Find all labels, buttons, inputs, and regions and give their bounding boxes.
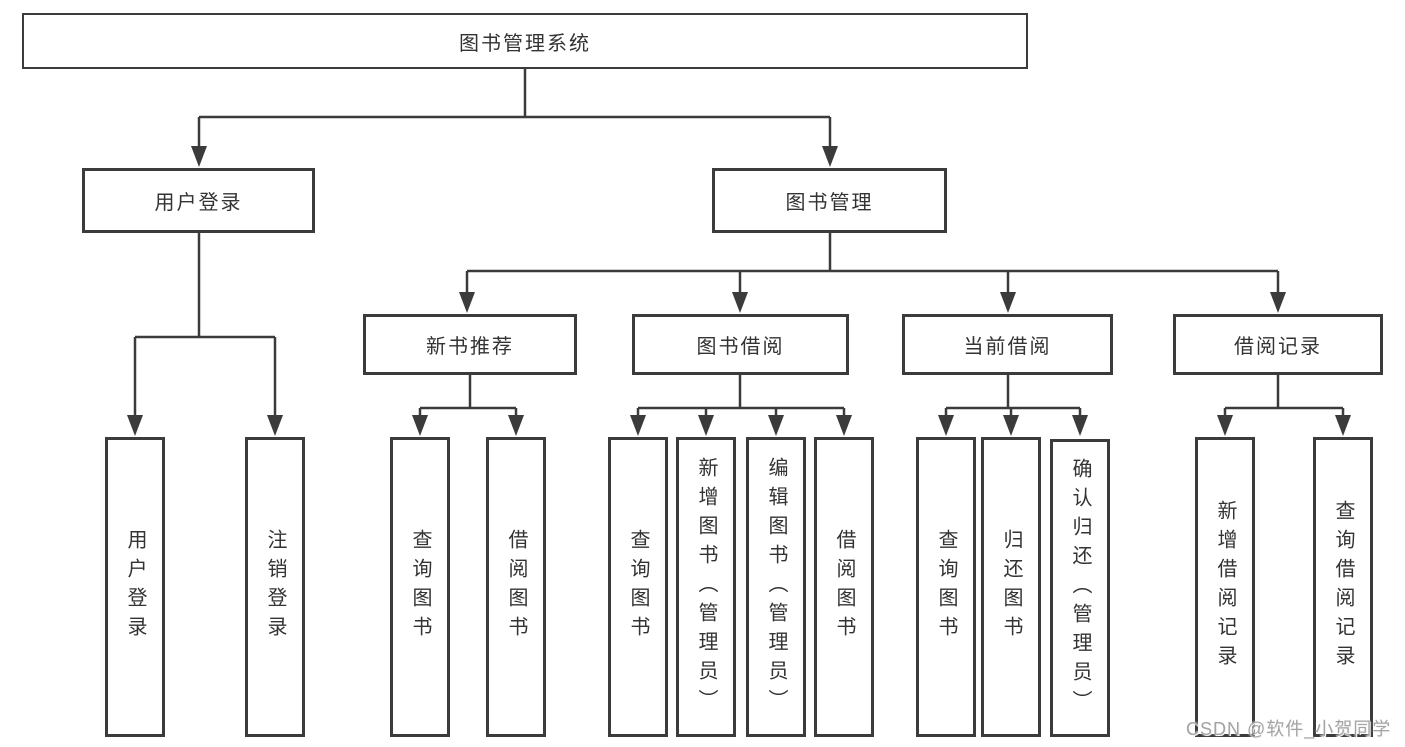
connector-borrow-records-to-leaves bbox=[1223, 375, 1345, 419]
leaf-recommend-query-book: 查询图书 bbox=[390, 437, 450, 737]
connector-book-borrow-to-leaves bbox=[636, 375, 846, 419]
csdn-watermark: CSDN @软件_小贺同学 bbox=[1186, 719, 1392, 739]
connector-book-management-to-level3 bbox=[465, 233, 1280, 296]
node-user-login: 用户登录 bbox=[82, 168, 315, 233]
leaf-borrow-query-book: 查询图书 bbox=[608, 437, 668, 737]
leaf-user-login: 用户登录 bbox=[105, 437, 165, 737]
connector-new-book-to-leaves bbox=[418, 375, 518, 419]
leaf-current-query-book: 查询图书 bbox=[916, 437, 976, 737]
node-book-management: 图书管理 bbox=[712, 168, 947, 233]
leaf-logout: 注销登录 bbox=[245, 437, 305, 737]
arrowheads bbox=[127, 146, 1351, 436]
leaf-return-book: 归还图书 bbox=[981, 437, 1041, 737]
connector-user-login-to-leaves bbox=[133, 233, 277, 419]
leaf-add-borrow-record: 新增借阅记录 bbox=[1195, 437, 1255, 737]
leaf-add-book-admin: 新增图书（管理员） bbox=[676, 437, 736, 737]
node-library-system: 图书管理系统 bbox=[22, 13, 1028, 69]
node-book-borrow: 图书借阅 bbox=[632, 314, 849, 375]
leaf-recommend-borrow-book: 借阅图书 bbox=[486, 437, 546, 737]
connector-root-to-level2 bbox=[197, 69, 832, 150]
leaf-query-borrow-record: 查询借阅记录 bbox=[1313, 437, 1373, 737]
node-current-borrow: 当前借阅 bbox=[902, 314, 1113, 375]
leaf-edit-book-admin: 编辑图书（管理员） bbox=[746, 437, 806, 737]
node-borrow-records: 借阅记录 bbox=[1173, 314, 1383, 375]
leaf-confirm-return-admin: 确认归还（管理员） bbox=[1050, 439, 1110, 737]
connector-current-borrow-to-leaves bbox=[944, 375, 1082, 419]
leaf-borrow-book: 借阅图书 bbox=[814, 437, 874, 737]
node-new-book-recommend: 新书推荐 bbox=[363, 314, 577, 375]
